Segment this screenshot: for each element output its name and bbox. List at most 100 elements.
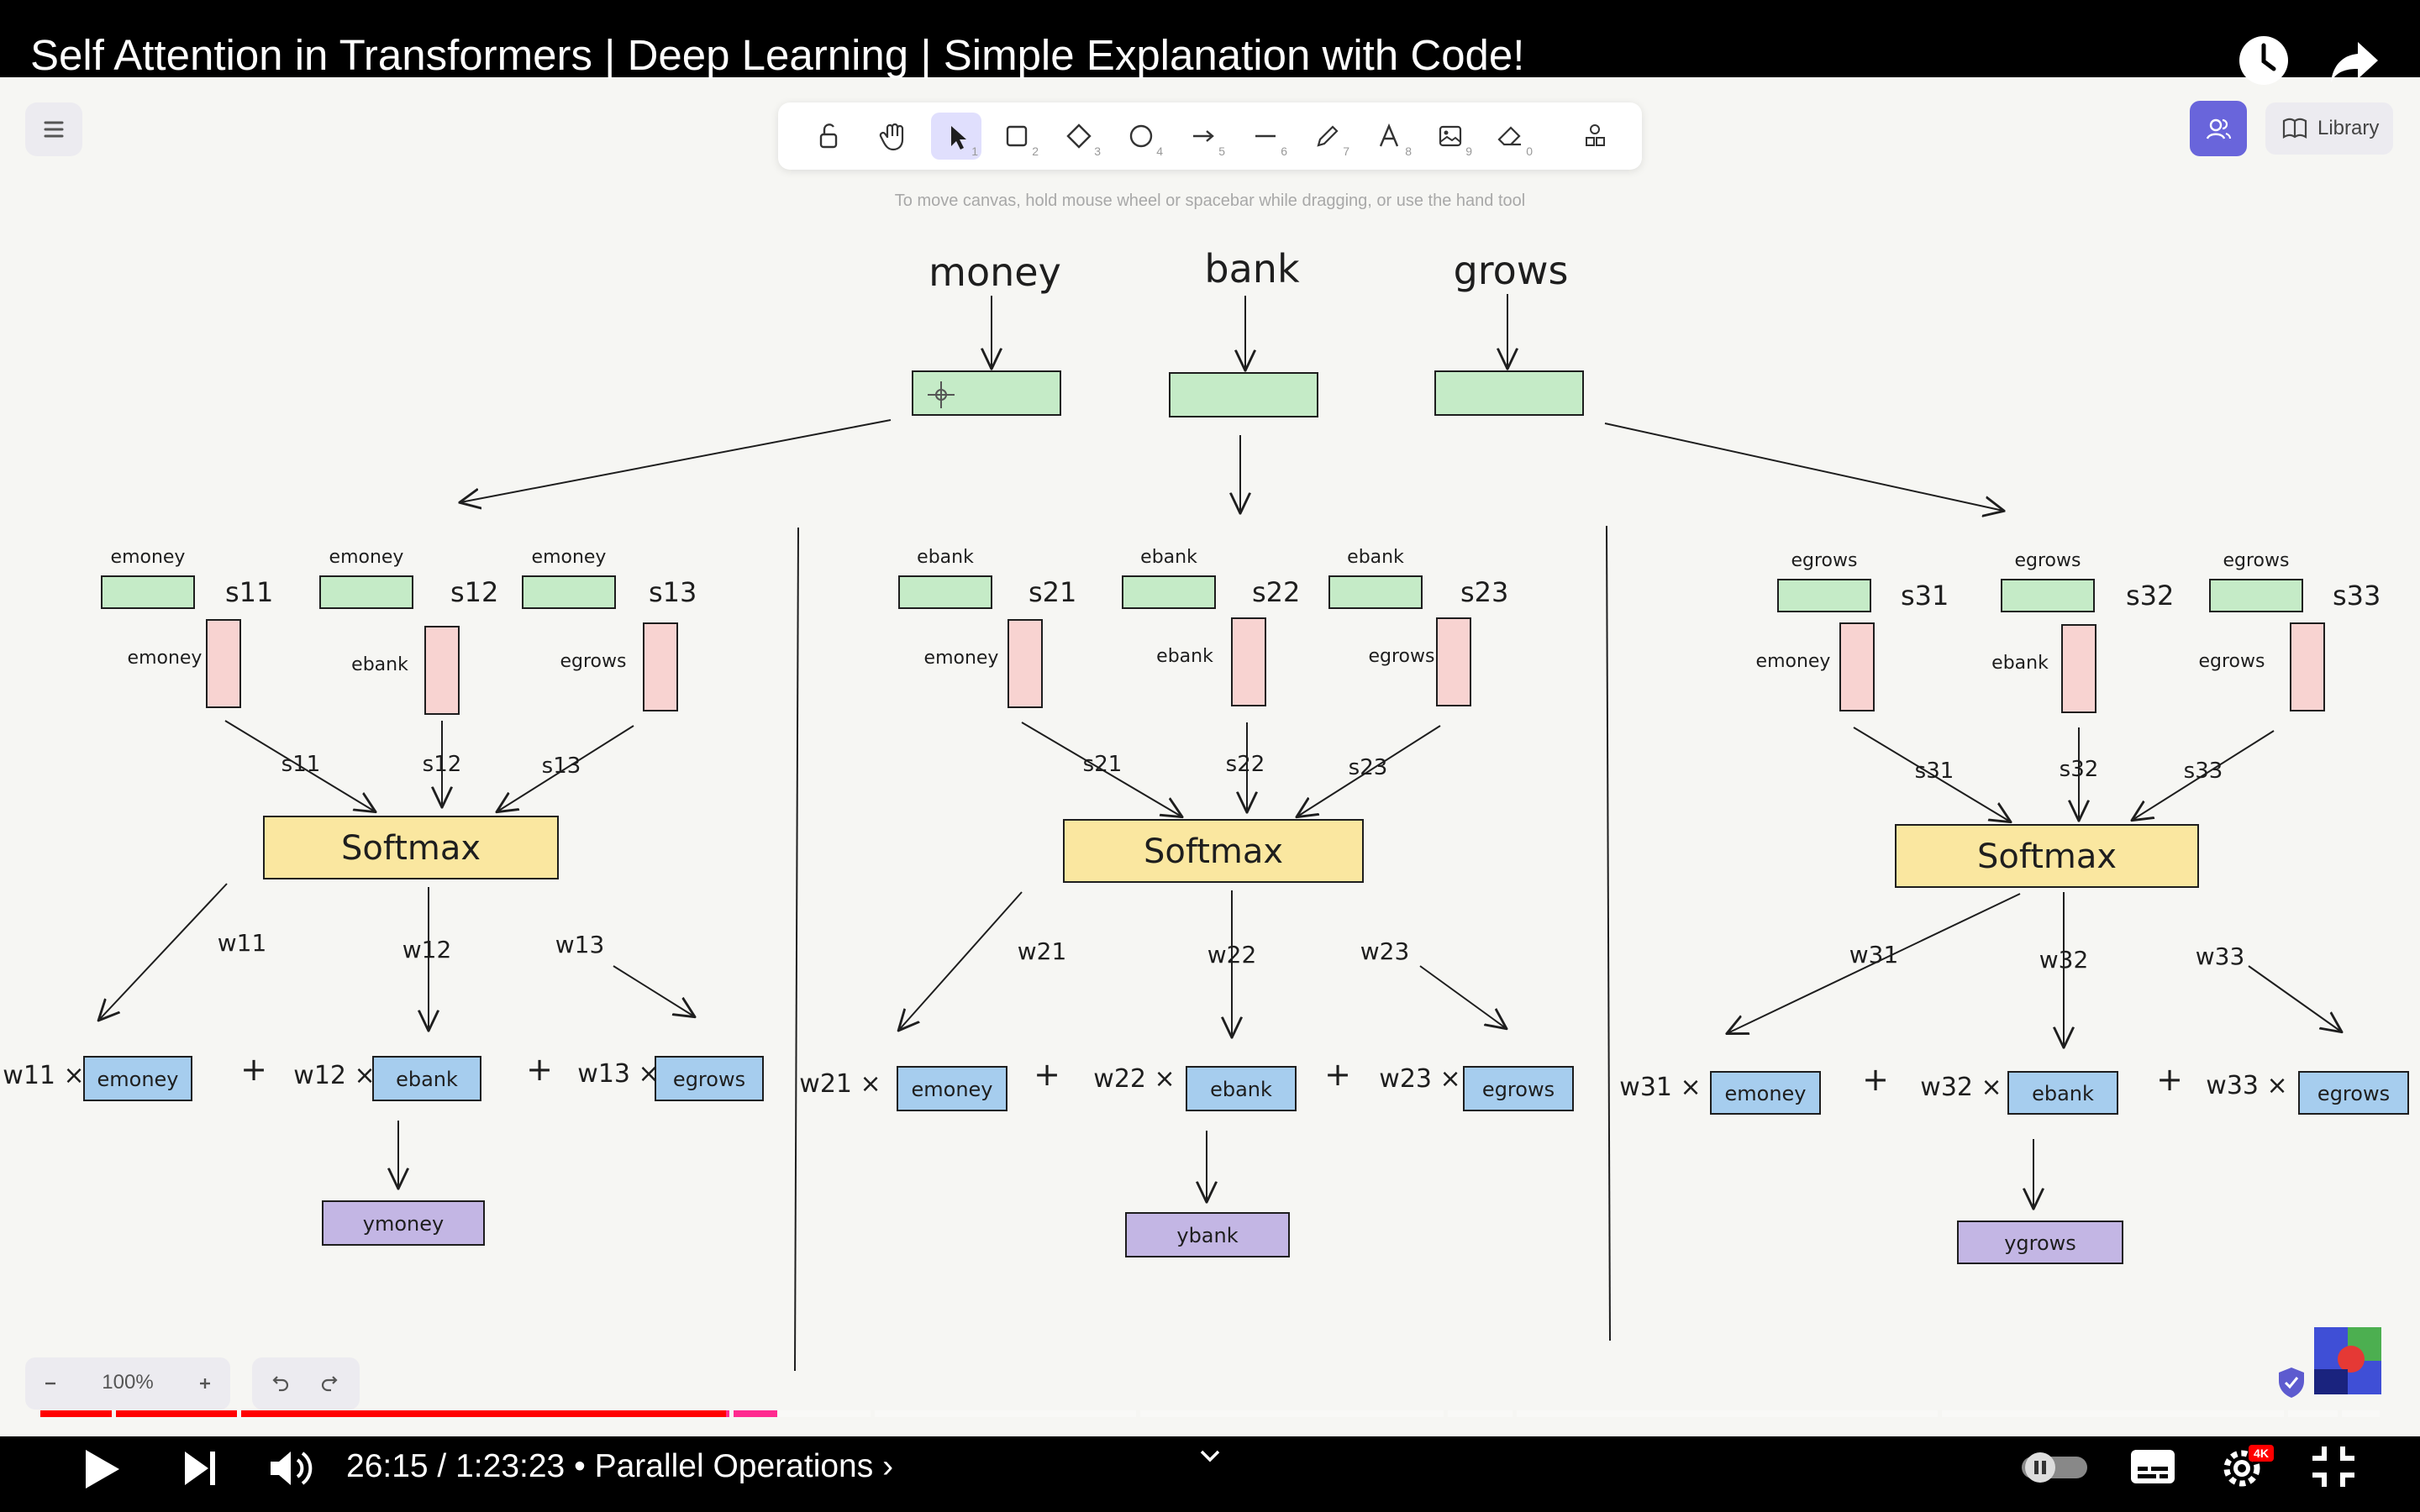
value-embedding-box[interactable] xyxy=(2298,1071,2409,1115)
plus-sign: + xyxy=(1034,1056,1060,1093)
key-embedding-box[interactable] xyxy=(2290,622,2325,711)
query-label: ebank xyxy=(917,547,974,568)
output-box[interactable] xyxy=(322,1200,485,1246)
tool-text[interactable]: 8 xyxy=(1365,113,1415,160)
chapter-marker xyxy=(112,1410,116,1417)
value-embedding-box[interactable] xyxy=(1463,1066,1574,1111)
quality-badge: 4K xyxy=(2254,1446,2269,1460)
tool-selection[interactable]: 1 xyxy=(931,113,981,160)
query-embedding-box[interactable] xyxy=(101,575,195,609)
tool-hand[interactable] xyxy=(869,113,919,160)
output-box[interactable] xyxy=(1125,1212,1290,1257)
tool-draw[interactable]: 7 xyxy=(1302,113,1353,160)
value-embedding-box[interactable] xyxy=(83,1056,192,1101)
query-embedding-box[interactable] xyxy=(522,575,616,609)
tool-extra[interactable] xyxy=(1570,113,1620,160)
value-embedding-box[interactable] xyxy=(1186,1066,1297,1111)
arrow-to-group-1 xyxy=(460,419,892,502)
tool-lock[interactable] xyxy=(803,113,854,160)
key-embedding-box[interactable] xyxy=(1231,617,1266,706)
chapter-marker xyxy=(1512,1410,1517,1417)
undo-button[interactable] xyxy=(254,1357,304,1410)
watch-later-icon[interactable] xyxy=(2237,34,2291,87)
weight-times-label: w23 × xyxy=(1379,1064,1460,1094)
chapter-marker xyxy=(871,1410,875,1417)
query-embedding-box[interactable] xyxy=(2209,579,2303,612)
key-embedding-box[interactable] xyxy=(1007,619,1043,708)
next-video-icon[interactable] xyxy=(178,1446,222,1490)
key-embedding-box[interactable] xyxy=(1839,622,1875,711)
query-embedding-box[interactable] xyxy=(1328,575,1423,609)
key-embedding-box[interactable] xyxy=(643,622,678,711)
query-label: emoney xyxy=(111,547,186,568)
channel-thumbnail[interactable] xyxy=(2314,1327,2381,1394)
tool-line[interactable]: 6 xyxy=(1240,113,1291,160)
plus-sign: + xyxy=(526,1051,553,1088)
value-embedding-box[interactable] xyxy=(1710,1071,1821,1115)
tool-arrow[interactable]: 5 xyxy=(1178,113,1228,160)
progress-buffered xyxy=(725,1410,777,1417)
score-arrow-label: s33 xyxy=(2184,759,2223,784)
value-embedding-box[interactable] xyxy=(655,1056,764,1101)
value-embedding-box[interactable] xyxy=(372,1056,481,1101)
weight-times-label: w32 × xyxy=(1920,1073,2002,1102)
score-label: s32 xyxy=(2126,580,2174,612)
tool-eraser[interactable]: 0 xyxy=(1486,113,1536,160)
subtitles-icon[interactable] xyxy=(2129,1446,2176,1487)
embedding-bank[interactable] xyxy=(1169,372,1318,417)
output-box[interactable] xyxy=(1957,1221,2123,1264)
shield-icon[interactable] xyxy=(2277,1366,2306,1399)
canvas-hint: To move canvas, hold mouse wheel or spac… xyxy=(894,192,1526,210)
softmax-box[interactable] xyxy=(263,816,559,879)
plus-sign: + xyxy=(2156,1061,2183,1098)
weight-times-label: w13 × xyxy=(577,1059,659,1089)
arrow-softmax-to-weight xyxy=(2248,965,2341,1032)
softmax-box[interactable] xyxy=(1063,819,1364,883)
key-embedding-box[interactable] xyxy=(1436,617,1471,706)
weight-times-label: w22 × xyxy=(1093,1064,1175,1094)
autoplay-toggle-icon[interactable] xyxy=(2018,1450,2091,1483)
output-label: ymoney xyxy=(363,1212,444,1236)
tool-rectangle[interactable]: 2 xyxy=(992,113,1042,160)
zoom-in-button[interactable] xyxy=(180,1357,230,1410)
embedding-money[interactable] xyxy=(912,370,1061,416)
query-embedding-box[interactable] xyxy=(898,575,992,609)
tool-diamond[interactable]: 3 xyxy=(1054,113,1104,160)
arrow-softmax-to-weight xyxy=(613,965,694,1016)
video-progress-bar[interactable] xyxy=(40,1410,2380,1417)
query-embedding-box[interactable] xyxy=(1122,575,1216,609)
redo-button[interactable] xyxy=(306,1357,356,1410)
key-embedding-box[interactable] xyxy=(2061,624,2096,713)
key-label: egrows xyxy=(1369,646,1435,667)
library-button[interactable]: Library xyxy=(2265,102,2393,155)
play-icon[interactable] xyxy=(74,1443,126,1495)
key-embedding-box[interactable] xyxy=(424,626,460,715)
embedding-grows[interactable] xyxy=(1434,370,1584,416)
value-embedding-box[interactable] xyxy=(2007,1071,2118,1115)
key-label: egrows xyxy=(2199,651,2265,672)
zoom-level[interactable]: 100% xyxy=(102,1371,154,1394)
chapter-title[interactable]: • Parallel Operations › xyxy=(574,1448,894,1484)
image-icon xyxy=(1439,125,1462,147)
tool-image[interactable]: 9 xyxy=(1425,113,1476,160)
share-icon[interactable] xyxy=(2328,34,2381,87)
score-label: s13 xyxy=(649,576,697,608)
query-embedding-box[interactable] xyxy=(319,575,413,609)
query-embedding-box[interactable] xyxy=(2001,579,2095,612)
chevron-down-icon[interactable] xyxy=(1198,1446,1222,1467)
volume-icon[interactable] xyxy=(266,1445,316,1492)
tool-ellipse[interactable]: 4 xyxy=(1116,113,1166,160)
value-embedding-box[interactable] xyxy=(897,1066,1007,1111)
softmax-box[interactable] xyxy=(1895,824,2199,888)
main-menu-button[interactable] xyxy=(25,102,82,156)
arrow-icon xyxy=(1193,130,1214,142)
key-embedding-box[interactable] xyxy=(206,619,241,708)
zoom-out-button[interactable] xyxy=(25,1357,76,1410)
query-embedding-box[interactable] xyxy=(1777,579,1871,612)
time-display: 26:15 / 1:23:23 • Parallel Operations › xyxy=(346,1448,893,1485)
exit-fullscreen-icon[interactable] xyxy=(2309,1443,2358,1490)
settings-gear-icon[interactable]: 4K xyxy=(2220,1441,2274,1492)
collaborate-button[interactable] xyxy=(2190,101,2247,156)
